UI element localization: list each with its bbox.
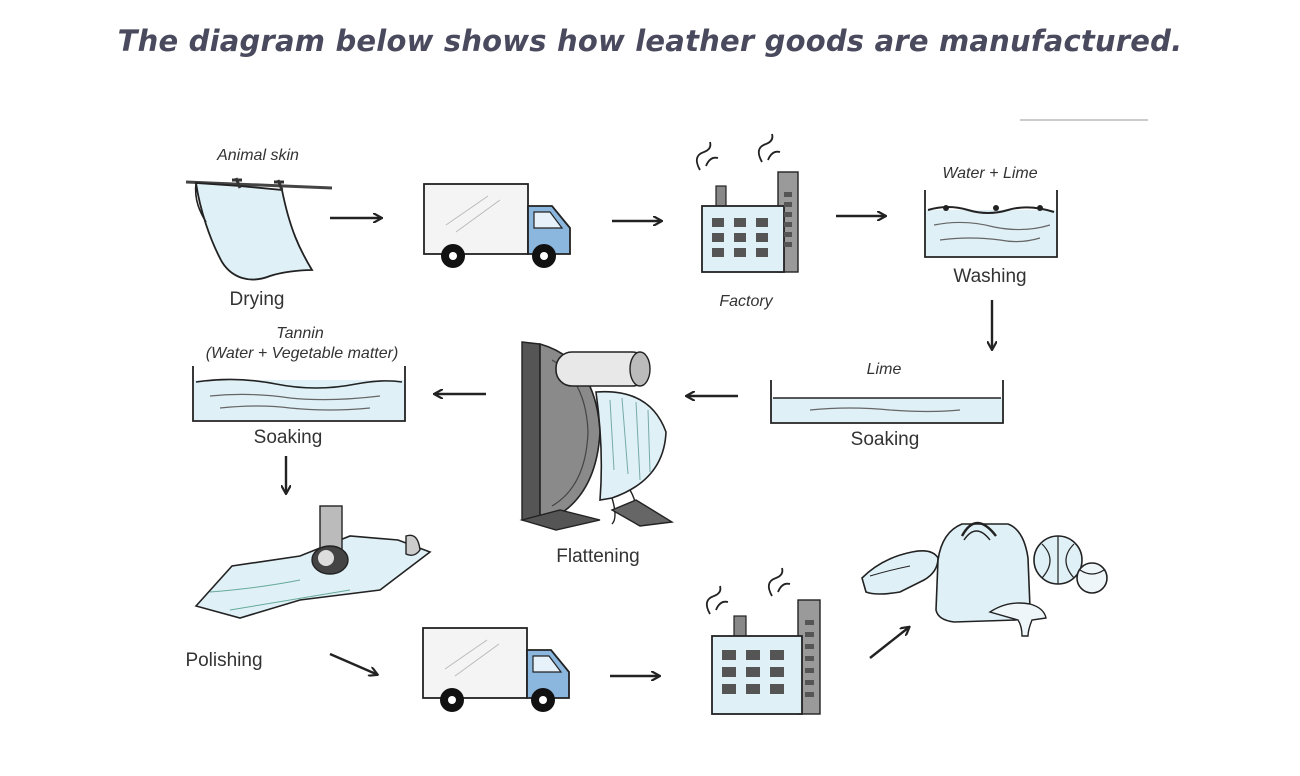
- label-washing: Washing: [953, 266, 1026, 287]
- label-factory: Factory: [719, 293, 773, 310]
- factory-icon: [705, 567, 821, 715]
- label-tannin: Tannin: [276, 325, 324, 342]
- polishing-machine-icon: [194, 505, 432, 619]
- label-water-lime: Water + Lime: [942, 165, 1037, 182]
- truck-icon: [422, 627, 570, 712]
- water-tank-icon: [192, 366, 406, 422]
- label-soaking-lime: Soaking: [851, 429, 920, 450]
- factory-icon: [695, 133, 799, 273]
- label-polishing: Polishing: [185, 650, 262, 671]
- label-drying: Drying: [230, 289, 285, 310]
- label-lime: Lime: [867, 361, 902, 378]
- label-animal-skin: Animal skin: [216, 147, 299, 164]
- label-soaking-tannin: Soaking: [254, 427, 323, 448]
- hanging-skin-icon: [185, 177, 333, 281]
- page-title: The diagram below shows how leather good…: [117, 24, 1183, 58]
- label-tannin-detail: (Water + Vegetable matter): [206, 345, 399, 362]
- arrow-down-right: [329, 652, 376, 674]
- water-tank-icon: [770, 380, 1004, 424]
- roller-press-icon: [519, 341, 675, 531]
- leather-goods-icon: [861, 521, 1108, 637]
- water-tank-icon: [924, 190, 1058, 258]
- arrow-up-right: [869, 628, 908, 659]
- label-flattening: Flattening: [556, 546, 639, 567]
- truck-icon: [423, 183, 571, 268]
